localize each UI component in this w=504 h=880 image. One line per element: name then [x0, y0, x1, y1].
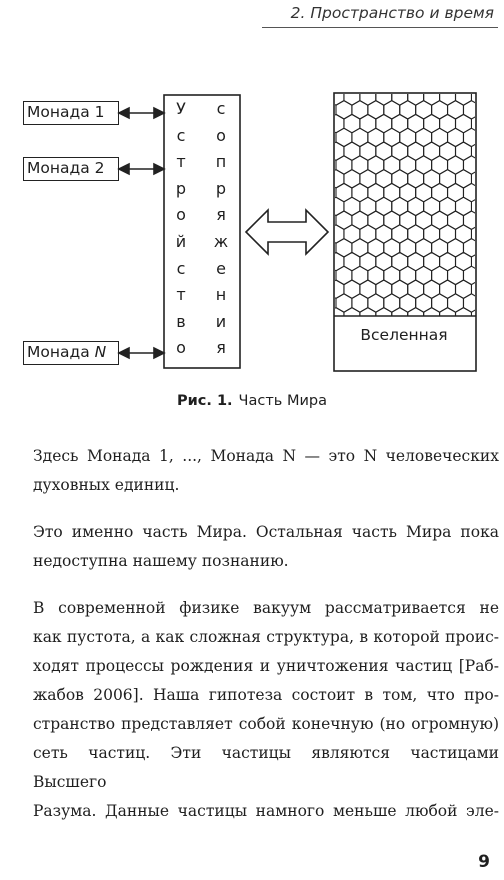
- paragraph-2-line-1: Это именно часть Мира. Остальная часть М…: [33, 523, 499, 541]
- hexagon-cell: [391, 306, 409, 316]
- caption-number: Рис. 1.: [177, 393, 233, 409]
- caption-text: Часть Мира: [238, 393, 327, 409]
- hexagon-cell: [407, 306, 425, 316]
- ustroystvo-letter: р: [175, 178, 187, 198]
- paragraph-2-line-2: недоступна нашему познанию.: [33, 552, 289, 570]
- paragraph-3-line: ходят процессы рождения и уничтожения ча…: [33, 657, 499, 675]
- sopryazhenie-letter: ж: [213, 231, 229, 251]
- monad-1-box: Монада 1: [23, 101, 119, 125]
- sopryazhenie-letter: и: [215, 311, 227, 331]
- paragraph-1-line-1: Здесь Монада 1, ..., Монада N — это N че…: [33, 447, 499, 465]
- ustroystvo-letter: о: [176, 338, 186, 358]
- hexagon-cell: [423, 306, 441, 316]
- ustroystvo-letter: т: [176, 152, 186, 172]
- double-arrow-icon: [244, 208, 330, 256]
- monad-n-var: N: [94, 343, 107, 361]
- sopryazhenie-letter: я: [216, 338, 226, 358]
- paragraph-3-line: как пустота, а как сложная структура, в …: [33, 628, 499, 646]
- monad-n-prefix: Монада: [27, 343, 95, 361]
- hexagon-cell: [454, 306, 473, 316]
- paragraph-3-line: В современной физике вакуум рассматривае…: [33, 599, 499, 617]
- ustroystvo-letter: с: [176, 258, 186, 278]
- page-number: 9: [478, 852, 490, 872]
- hexagon-cell: [343, 306, 361, 316]
- running-header: 2. Пространство и время: [290, 4, 494, 22]
- figure-caption: Рис. 1. Часть Мира: [0, 393, 504, 409]
- monad-2-box: Монада 2: [23, 157, 119, 181]
- ustroystvo-letter: У: [176, 99, 186, 118]
- sopryazhenie-letter: р: [215, 178, 227, 198]
- sopryazhenie-letter: с: [216, 99, 226, 118]
- monad-2-label: Монада 2: [27, 159, 105, 177]
- ustroystvo-letter: й: [175, 231, 187, 251]
- hexagon-cell: [375, 306, 393, 316]
- monad-n-box: Монада N: [23, 341, 119, 365]
- ustroystvo-letter: т: [176, 285, 186, 305]
- hexagon-cell: [335, 306, 345, 316]
- sopryazhenie-letter: о: [216, 125, 226, 145]
- sopryazhenie-letter: п: [215, 152, 227, 172]
- paragraph-3: В современной физике вакуум рассматривае…: [33, 594, 499, 826]
- header-rule: [262, 27, 498, 28]
- paragraph-3-line: Разума. Данные частицы намного меньше лю…: [33, 802, 499, 820]
- universe-label: Вселенная: [360, 326, 448, 344]
- paragraph-3-line: странство представляет собой конечную (н…: [33, 715, 499, 733]
- interface-box: [163, 94, 241, 369]
- figure-diagram: [117, 92, 477, 372]
- monad-1-label: Монада 1: [27, 103, 105, 121]
- hexagon-cell: [439, 306, 457, 316]
- sopryazhenie-letter: н: [215, 285, 227, 305]
- body-text: Здесь Монада 1, ..., Монада N — это N че…: [33, 442, 499, 826]
- sopryazhenie-letter: е: [216, 258, 226, 278]
- hexagon-cell: [359, 306, 377, 316]
- ustroystvo-letter: с: [176, 125, 186, 145]
- universe-box: [333, 92, 477, 372]
- sopryazhenie-letter: я: [216, 205, 226, 225]
- paragraph-3-line: жабов 2006]. Наша гипотеза состоит в том…: [33, 686, 499, 704]
- ustroystvo-letter: в: [176, 311, 186, 331]
- paragraph-3-line: сеть частиц. Эти частицы являются частиц…: [33, 744, 499, 791]
- ustroystvo-letter: о: [176, 205, 186, 225]
- hexagon-grid: [335, 94, 475, 316]
- paragraph-1-line-2: духовных единиц.: [33, 476, 180, 494]
